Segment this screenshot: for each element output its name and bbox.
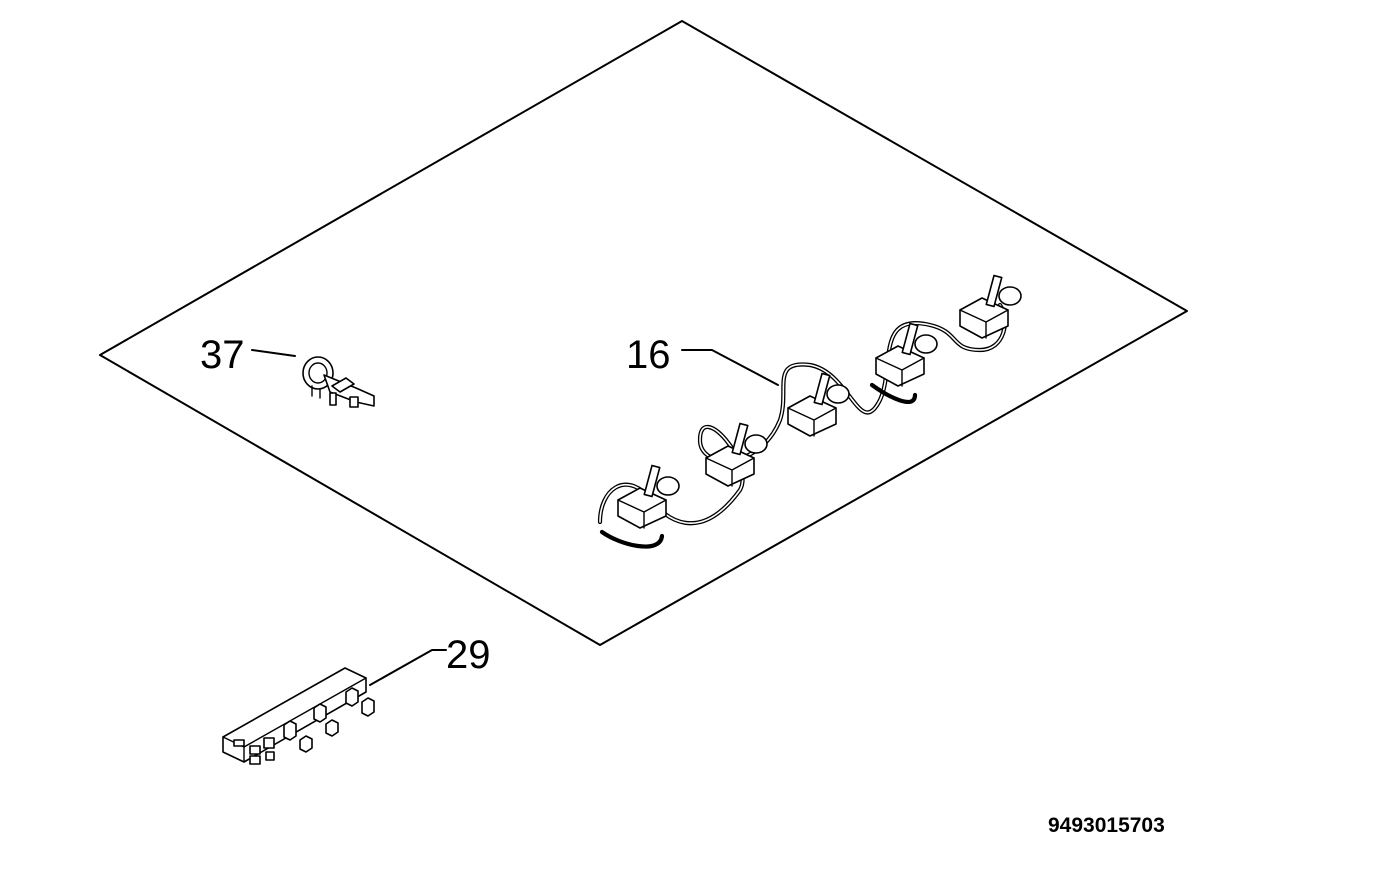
ignition-electrode-harness-icon [597, 274, 1022, 549]
spark-generator-icon [222, 667, 375, 765]
catalog-number: 9493015703 [1048, 814, 1165, 837]
callout-29: 29 [446, 633, 491, 677]
callout-16: 16 [626, 333, 671, 377]
parts-bag-outline [99, 20, 1188, 646]
leader-line-37 [251, 349, 296, 357]
callout-37: 37 [200, 333, 245, 377]
leader-line-16 [681, 349, 779, 386]
ignition-button-icon [302, 356, 375, 408]
leader-line-29 [369, 649, 447, 686]
